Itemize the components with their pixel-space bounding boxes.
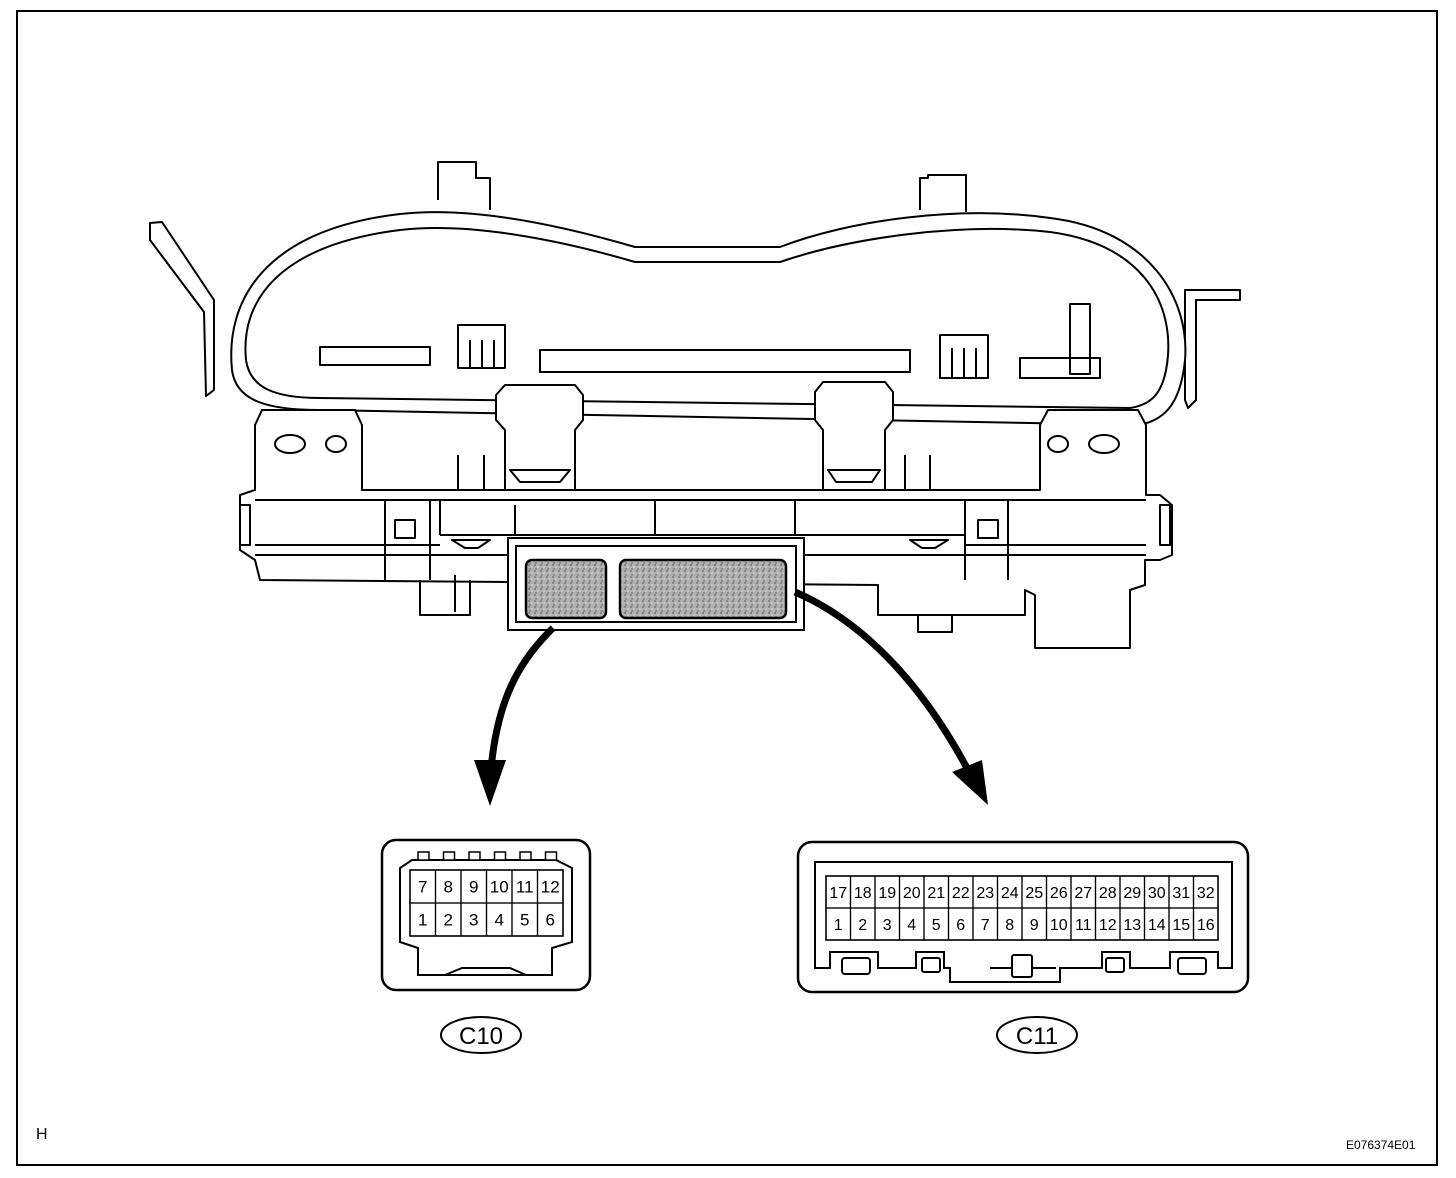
pin-number: 8: [1005, 917, 1014, 934]
pin-number: 21: [927, 885, 945, 902]
pin-number: 6: [956, 917, 965, 934]
pin-number: 18: [854, 885, 872, 902]
pin-number: 30: [1148, 885, 1166, 902]
figure-frame: [16, 10, 1438, 1166]
pin-number: 23: [976, 885, 994, 902]
pin-number: 20: [903, 885, 921, 902]
c11-socket-shading: [618, 558, 788, 620]
pin-number: 10: [1050, 917, 1068, 934]
latch-tab: [519, 851, 532, 861]
pin-number: 25: [1025, 885, 1043, 902]
arrow-to-c10: [486, 625, 556, 783]
arrow-to-c11-head: [952, 760, 988, 805]
pin-number: 9: [1030, 917, 1039, 934]
pin-number: 27: [1074, 885, 1092, 902]
pin-number: 32: [1197, 885, 1215, 902]
pin-cell: [1192, 907, 1219, 941]
pin-number: 2: [444, 911, 453, 930]
pin-number: 1: [834, 917, 843, 934]
pin-number: 3: [469, 911, 478, 930]
pin-number: 17: [829, 885, 847, 902]
latch-tab: [493, 851, 507, 861]
pin-number: 5: [932, 917, 941, 934]
arrow-to-c10-head: [474, 760, 506, 806]
pin-number: 29: [1123, 885, 1141, 902]
pin-number: 19: [878, 885, 896, 902]
c11-label: C11: [1016, 1023, 1058, 1050]
pin-number: 10: [490, 878, 509, 897]
c10-socket-shading: [524, 558, 608, 620]
latch-tab: [442, 851, 456, 861]
pin-cell: [536, 902, 564, 937]
pin-number: 11: [1075, 917, 1092, 934]
pin-number: 5: [520, 911, 529, 930]
pin-number: 6: [546, 911, 555, 930]
pin-number: 28: [1099, 885, 1117, 902]
pin-number: 15: [1172, 917, 1190, 934]
pin-number: 7: [981, 917, 990, 934]
pin-number: 31: [1172, 885, 1190, 902]
pin-number: 1: [418, 911, 427, 930]
pin-number: 7: [418, 878, 427, 897]
latch-tab: [544, 851, 558, 861]
pin-number: 4: [907, 917, 916, 934]
pin-number: 3: [883, 917, 892, 934]
pin-number: 8: [444, 878, 453, 897]
pin-number: 4: [495, 911, 504, 930]
pin-number: 2: [858, 917, 867, 934]
latch-tab: [417, 851, 430, 861]
arrow-to-c11: [793, 588, 972, 772]
pin-number: 22: [952, 885, 970, 902]
pin-number: 24: [1001, 885, 1019, 902]
corner-letter: H: [36, 1126, 48, 1143]
c10-label: C10: [459, 1023, 503, 1050]
figure-code: E076374E01: [1346, 1138, 1416, 1152]
pin-number: 13: [1123, 917, 1141, 934]
c10-label-badge: C10: [440, 1016, 522, 1054]
pin-number: 16: [1197, 917, 1215, 934]
latch-tab: [468, 851, 481, 861]
pin-number: 9: [469, 878, 478, 897]
pin-number: 12: [1099, 917, 1117, 934]
c11-label-badge: C11: [996, 1016, 1078, 1054]
pin-number: 14: [1148, 917, 1166, 934]
pin-number: 11: [516, 878, 534, 897]
pin-number: 12: [541, 878, 560, 897]
meter-body: [149, 161, 1241, 649]
pin-number: 26: [1050, 885, 1068, 902]
